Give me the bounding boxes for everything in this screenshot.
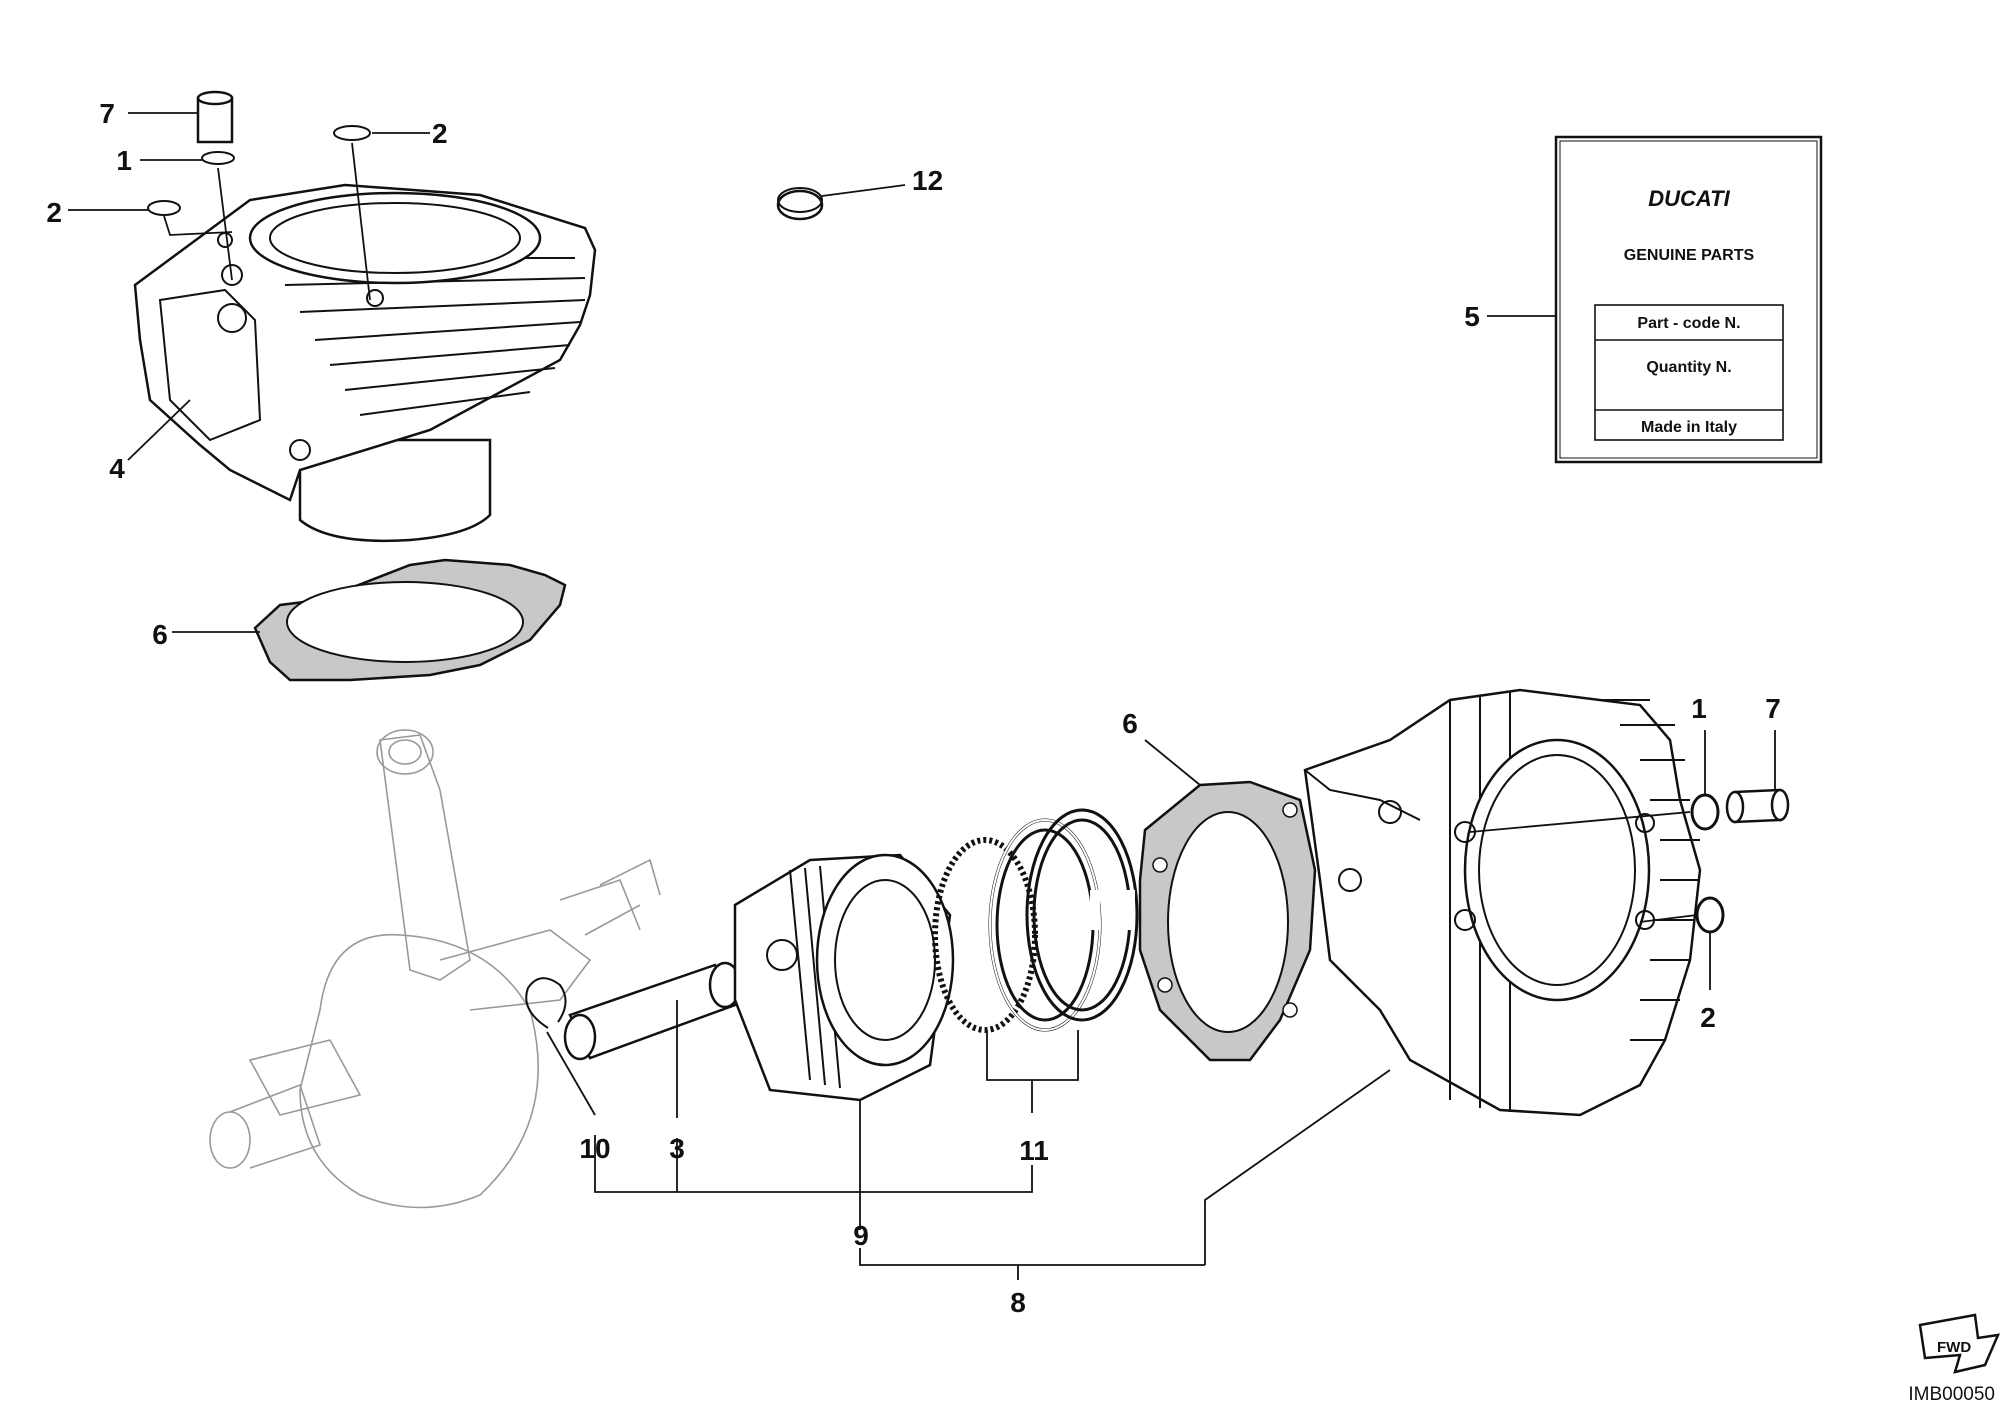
crankshaft-ghost [209, 729, 661, 1209]
plug-12 [776, 187, 824, 221]
callout-3: 3 [669, 1133, 685, 1164]
o-ring-top-1 [201, 151, 235, 165]
tag-subtitle: GENUINE PARTS [1624, 247, 1755, 264]
o-ring-bottom-2 [1695, 896, 1725, 934]
o-ring-bottom-1 [1690, 793, 1720, 831]
o-ring-top-2b [147, 200, 181, 216]
callout-8: 8 [1010, 1287, 1026, 1318]
callout-bottom-1: 1 [1691, 693, 1707, 724]
fwd-arrow-icon [1918, 1313, 2000, 1374]
callout-top-6: 6 [152, 619, 168, 650]
piston-pin-3 [563, 961, 742, 1061]
callout-top-7: 7 [99, 98, 115, 129]
callout-5: 5 [1464, 301, 1480, 332]
callout-10: 10 [579, 1133, 610, 1164]
callout-top-4: 4 [109, 453, 125, 484]
dowel-sleeve-top [196, 90, 234, 144]
callout-bottom-6: 6 [1122, 708, 1138, 739]
base-gasket-top [253, 558, 567, 682]
callout-bottom-7: 7 [1765, 693, 1781, 724]
callout-top-2a: 2 [432, 118, 448, 149]
callout-bottom-2: 2 [1700, 1002, 1716, 1033]
callout-top-2b: 2 [46, 197, 62, 228]
callout-11: 11 [1019, 1135, 1049, 1166]
genuine-parts-tag [1554, 135, 1823, 464]
piston-rings-11 [932, 808, 1139, 1033]
tag-made-in: Made in Italy [1641, 419, 1737, 436]
cylinder-top [133, 183, 597, 543]
callout-top-1: 1 [116, 145, 132, 176]
tag-part-code: Part - code N. [1637, 315, 1740, 332]
circlip-10 [525, 977, 567, 1029]
piston-9 [733, 853, 955, 1102]
fwd-label: FWD [1937, 1339, 1971, 1356]
cylinder-bottom [1303, 688, 1702, 1117]
dowel-sleeve-bottom [1725, 788, 1790, 824]
tag-brand: DUCATI [1648, 186, 1730, 211]
tag-quantity: Quantity N. [1646, 359, 1731, 376]
diagram-code: IMB00050 [1908, 1384, 1995, 1405]
o-ring-top-2a [333, 125, 371, 141]
head-gasket-6 [1138, 780, 1317, 1062]
callout-12: 12 [912, 165, 943, 196]
callout-9: 9 [853, 1220, 869, 1251]
